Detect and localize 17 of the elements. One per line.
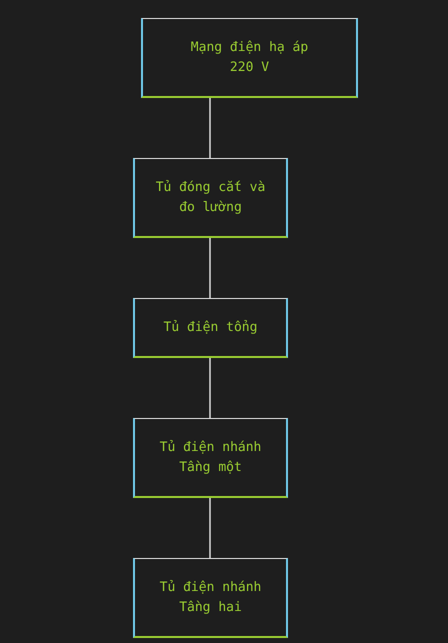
process-box bbox=[133, 158, 288, 238]
box-label: 220 V bbox=[230, 58, 270, 76]
connector-line bbox=[209, 98, 211, 158]
box-label: Tủ điện nhánh bbox=[160, 578, 262, 596]
box-label: Tủ điện tổng bbox=[164, 318, 258, 336]
process-box bbox=[133, 418, 288, 498]
connector-line bbox=[209, 358, 211, 418]
box-label: Tầng hai bbox=[179, 598, 242, 616]
connector-line bbox=[209, 498, 211, 558]
process-box bbox=[133, 298, 288, 358]
connector-line bbox=[209, 238, 211, 298]
box-label: Tủ đóng cắt và đo lường bbox=[154, 178, 266, 216]
process-box bbox=[141, 18, 358, 98]
box-label: Mạng điện hạ áp bbox=[190, 38, 308, 56]
box-label: Tủ điện nhánh bbox=[160, 438, 262, 456]
box-label: Tầng một bbox=[179, 458, 242, 476]
process-box bbox=[133, 558, 288, 638]
